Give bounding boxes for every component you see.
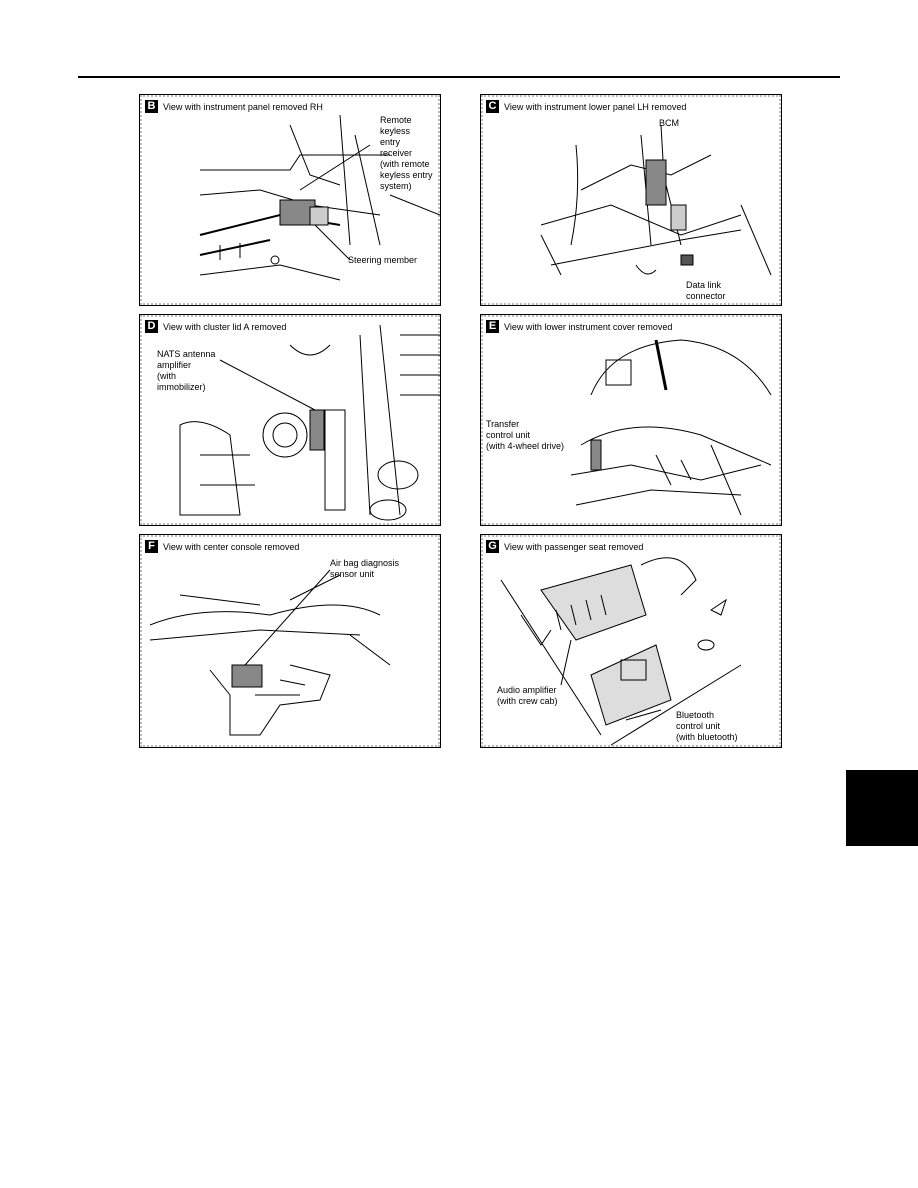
panel-b-illustration: [199, 114, 440, 281]
panel-f-badge: F: [145, 540, 158, 553]
panel-e-badge: E: [486, 320, 499, 333]
panel-e-illustration: [570, 339, 772, 516]
data-link-connector-label: Data link connector: [686, 280, 726, 301]
bcm-label: BCM: [659, 118, 679, 128]
panel-b-header: B View with instrument panel removed RH: [145, 100, 323, 113]
panel-g-badge: G: [486, 540, 499, 553]
nats-antenna-amplifier-label: NATS antenna amplifier (with immobilizer…: [157, 349, 216, 392]
remote-keyless-entry-receiver-label: Remote keyless entry receiver (with remo…: [380, 115, 433, 191]
panel-c-title: View with instrument lower panel LH remo…: [504, 101, 687, 112]
panel-c-header: C View with instrument lower panel LH re…: [486, 100, 686, 113]
steering-member-label: Steering member: [348, 255, 418, 265]
panel-f: F View with center console removed Air b…: [139, 534, 441, 748]
panel-e: E View with lower instrument cover remov…: [480, 314, 782, 526]
panel-f-illustration: [149, 569, 391, 736]
panel-d-illustration: [179, 324, 440, 521]
panel-c-badge: C: [486, 100, 499, 113]
panel-c-illustration: [540, 124, 772, 276]
panel-g-header: G View with passenger seat removed: [486, 540, 643, 553]
section-side-tab: [846, 770, 918, 846]
panel-d-title: View with cluster lid A removed: [163, 321, 287, 332]
bluetooth-control-unit-label: Bluetooth control unit (with bluetooth): [676, 710, 738, 742]
panel-g-illustration: [500, 557, 742, 746]
panel-f-title: View with center console removed: [163, 541, 300, 552]
panel-e-title: View with lower instrument cover removed: [504, 321, 673, 332]
panel-e-header: E View with lower instrument cover remov…: [486, 320, 672, 333]
panel-b-title: View with instrument panel removed RH: [163, 101, 323, 112]
panel-c: C View with instrument lower panel LH re…: [480, 94, 782, 306]
panel-f-header: F View with center console removed: [145, 540, 299, 553]
header-rule: [78, 76, 840, 78]
panel-d: D View with cluster lid A removed NATS a…: [139, 314, 441, 526]
panel-d-header: D View with cluster lid A removed: [145, 320, 286, 333]
panel-b: B View with instrument panel removed RH …: [139, 94, 441, 306]
air-bag-diagnosis-sensor-unit-label: Air bag diagnosis sensor unit: [330, 558, 400, 579]
panel-g-title: View with passenger seat removed: [504, 541, 644, 552]
panel-b-badge: B: [145, 100, 158, 113]
transfer-control-unit-label: Transfer control unit (with 4-wheel driv…: [486, 419, 565, 451]
panel-d-badge: D: [145, 320, 158, 333]
panel-g: G View with passenger seat removed Audio…: [480, 534, 782, 748]
audio-amplifier-label: Audio amplifier (with crew cab): [497, 685, 558, 706]
